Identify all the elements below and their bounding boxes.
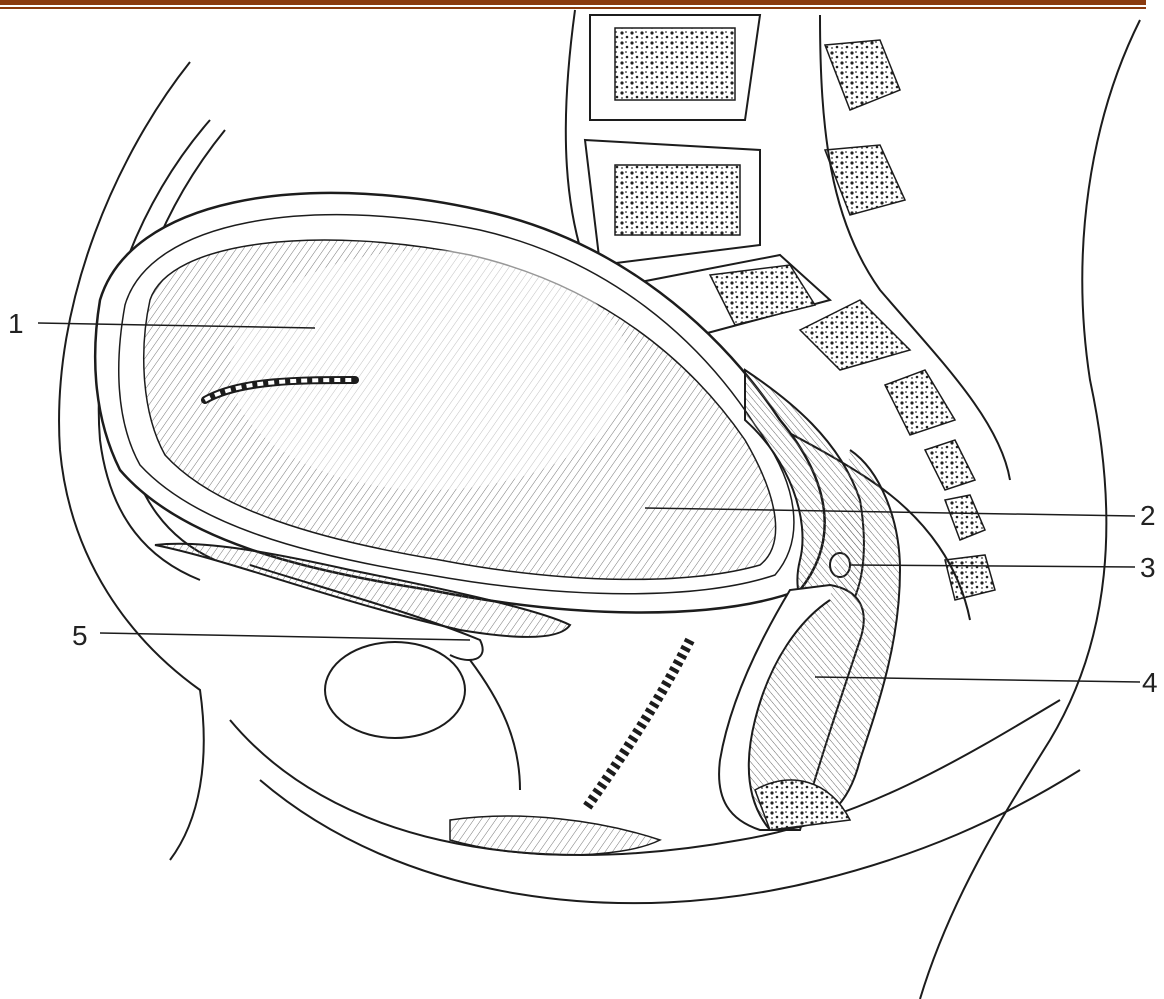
- sacrum-segment-1: [800, 300, 910, 370]
- pubic-symphysis: [325, 642, 465, 738]
- sacrum-segment-2: [885, 370, 955, 435]
- label-3: 3: [1140, 552, 1156, 583]
- sacrum-segment-3: [925, 440, 975, 490]
- label-2: 2: [1140, 500, 1156, 531]
- label-5: 5: [72, 620, 88, 651]
- sacrum-segment-4: [945, 495, 985, 540]
- coccyx: [945, 555, 995, 600]
- fetal-head-highlight: [230, 250, 630, 490]
- label-4: 4: [1142, 667, 1158, 698]
- urethra: [470, 660, 520, 790]
- vertebra-1-body: [615, 28, 735, 100]
- vertebra-2-body: [615, 165, 740, 235]
- perineum-curve-2: [260, 770, 1080, 903]
- label-1: 1: [8, 308, 24, 339]
- vulva: [450, 816, 660, 855]
- vaginal-canal-rugae: [585, 640, 690, 810]
- spinous-process-2: [825, 145, 905, 215]
- spinous-process-1: [825, 40, 900, 110]
- leader-line-5: [100, 633, 470, 640]
